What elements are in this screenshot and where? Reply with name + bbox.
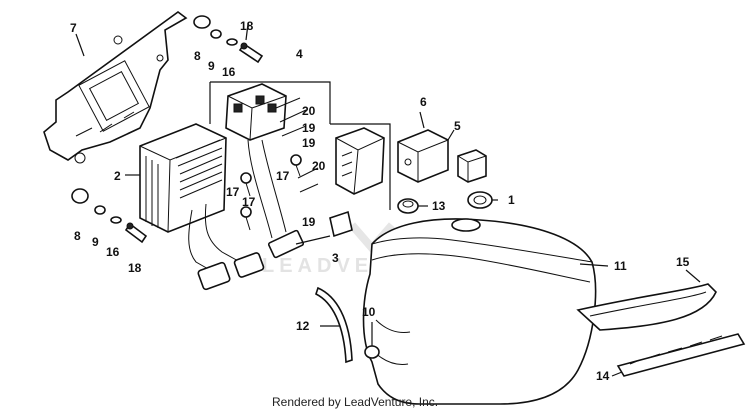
callout-13: 13 [432,199,446,213]
part-15-stripe [576,283,717,331]
callout-8-upper: 8 [194,49,201,63]
part-1-grommet [467,191,493,209]
callout-9-lower: 9 [92,235,99,249]
part-10-grommet [364,345,380,359]
callout-6: 6 [420,95,427,109]
part-14-emblem [616,333,746,377]
callout-14: 14 [596,369,610,383]
part-5-cushion [457,149,487,183]
callout-16-lower: 16 [106,245,120,259]
callout-1: 1 [508,193,515,207]
part-11-fuel-tank [362,218,597,405]
callout-12: 12 [296,319,310,333]
part-4-connector-group [209,81,391,259]
callout-15: 15 [676,255,690,269]
part-7-mounting-bracket [43,11,188,164]
part-12-trim [315,286,353,364]
callout-18-upper: 18 [240,19,254,33]
callout-3: 3 [332,251,339,265]
part-2-regulator-rectifier [139,123,265,291]
callout-16-upper: 16 [222,65,236,79]
callout-17-b: 17 [226,185,240,199]
callout-19-b: 19 [302,136,316,150]
callout-10: 10 [362,305,376,319]
callout-4: 4 [296,47,303,61]
callout-17-c: 17 [242,195,256,209]
callout-7: 7 [70,21,77,35]
leader-lines [75,23,701,377]
callout-9-upper: 9 [208,59,215,73]
part-6-bracket [397,129,449,183]
callout-20-upper: 20 [302,104,316,118]
callout-2: 2 [114,169,121,183]
lower-fastener-set [71,188,148,244]
callout-19-c: 19 [302,215,316,229]
callout-11: 11 [614,259,627,273]
callout-20-lower: 20 [312,159,326,173]
upper-fastener-set [193,15,264,64]
part-17-screws [240,154,302,231]
callout-18-lower: 18 [128,261,142,275]
callout-labels: 7 8 9 16 18 4 20 19 19 20 17 17 17 19 2 … [70,19,690,383]
callout-19-a: 19 [302,121,316,135]
part-13-rubber [397,198,419,214]
callout-8-lower: 8 [74,229,81,243]
callout-17-a: 17 [276,169,290,183]
render-credit: Rendered by LeadVenture, Inc. [272,395,438,409]
callout-5: 5 [454,119,461,133]
